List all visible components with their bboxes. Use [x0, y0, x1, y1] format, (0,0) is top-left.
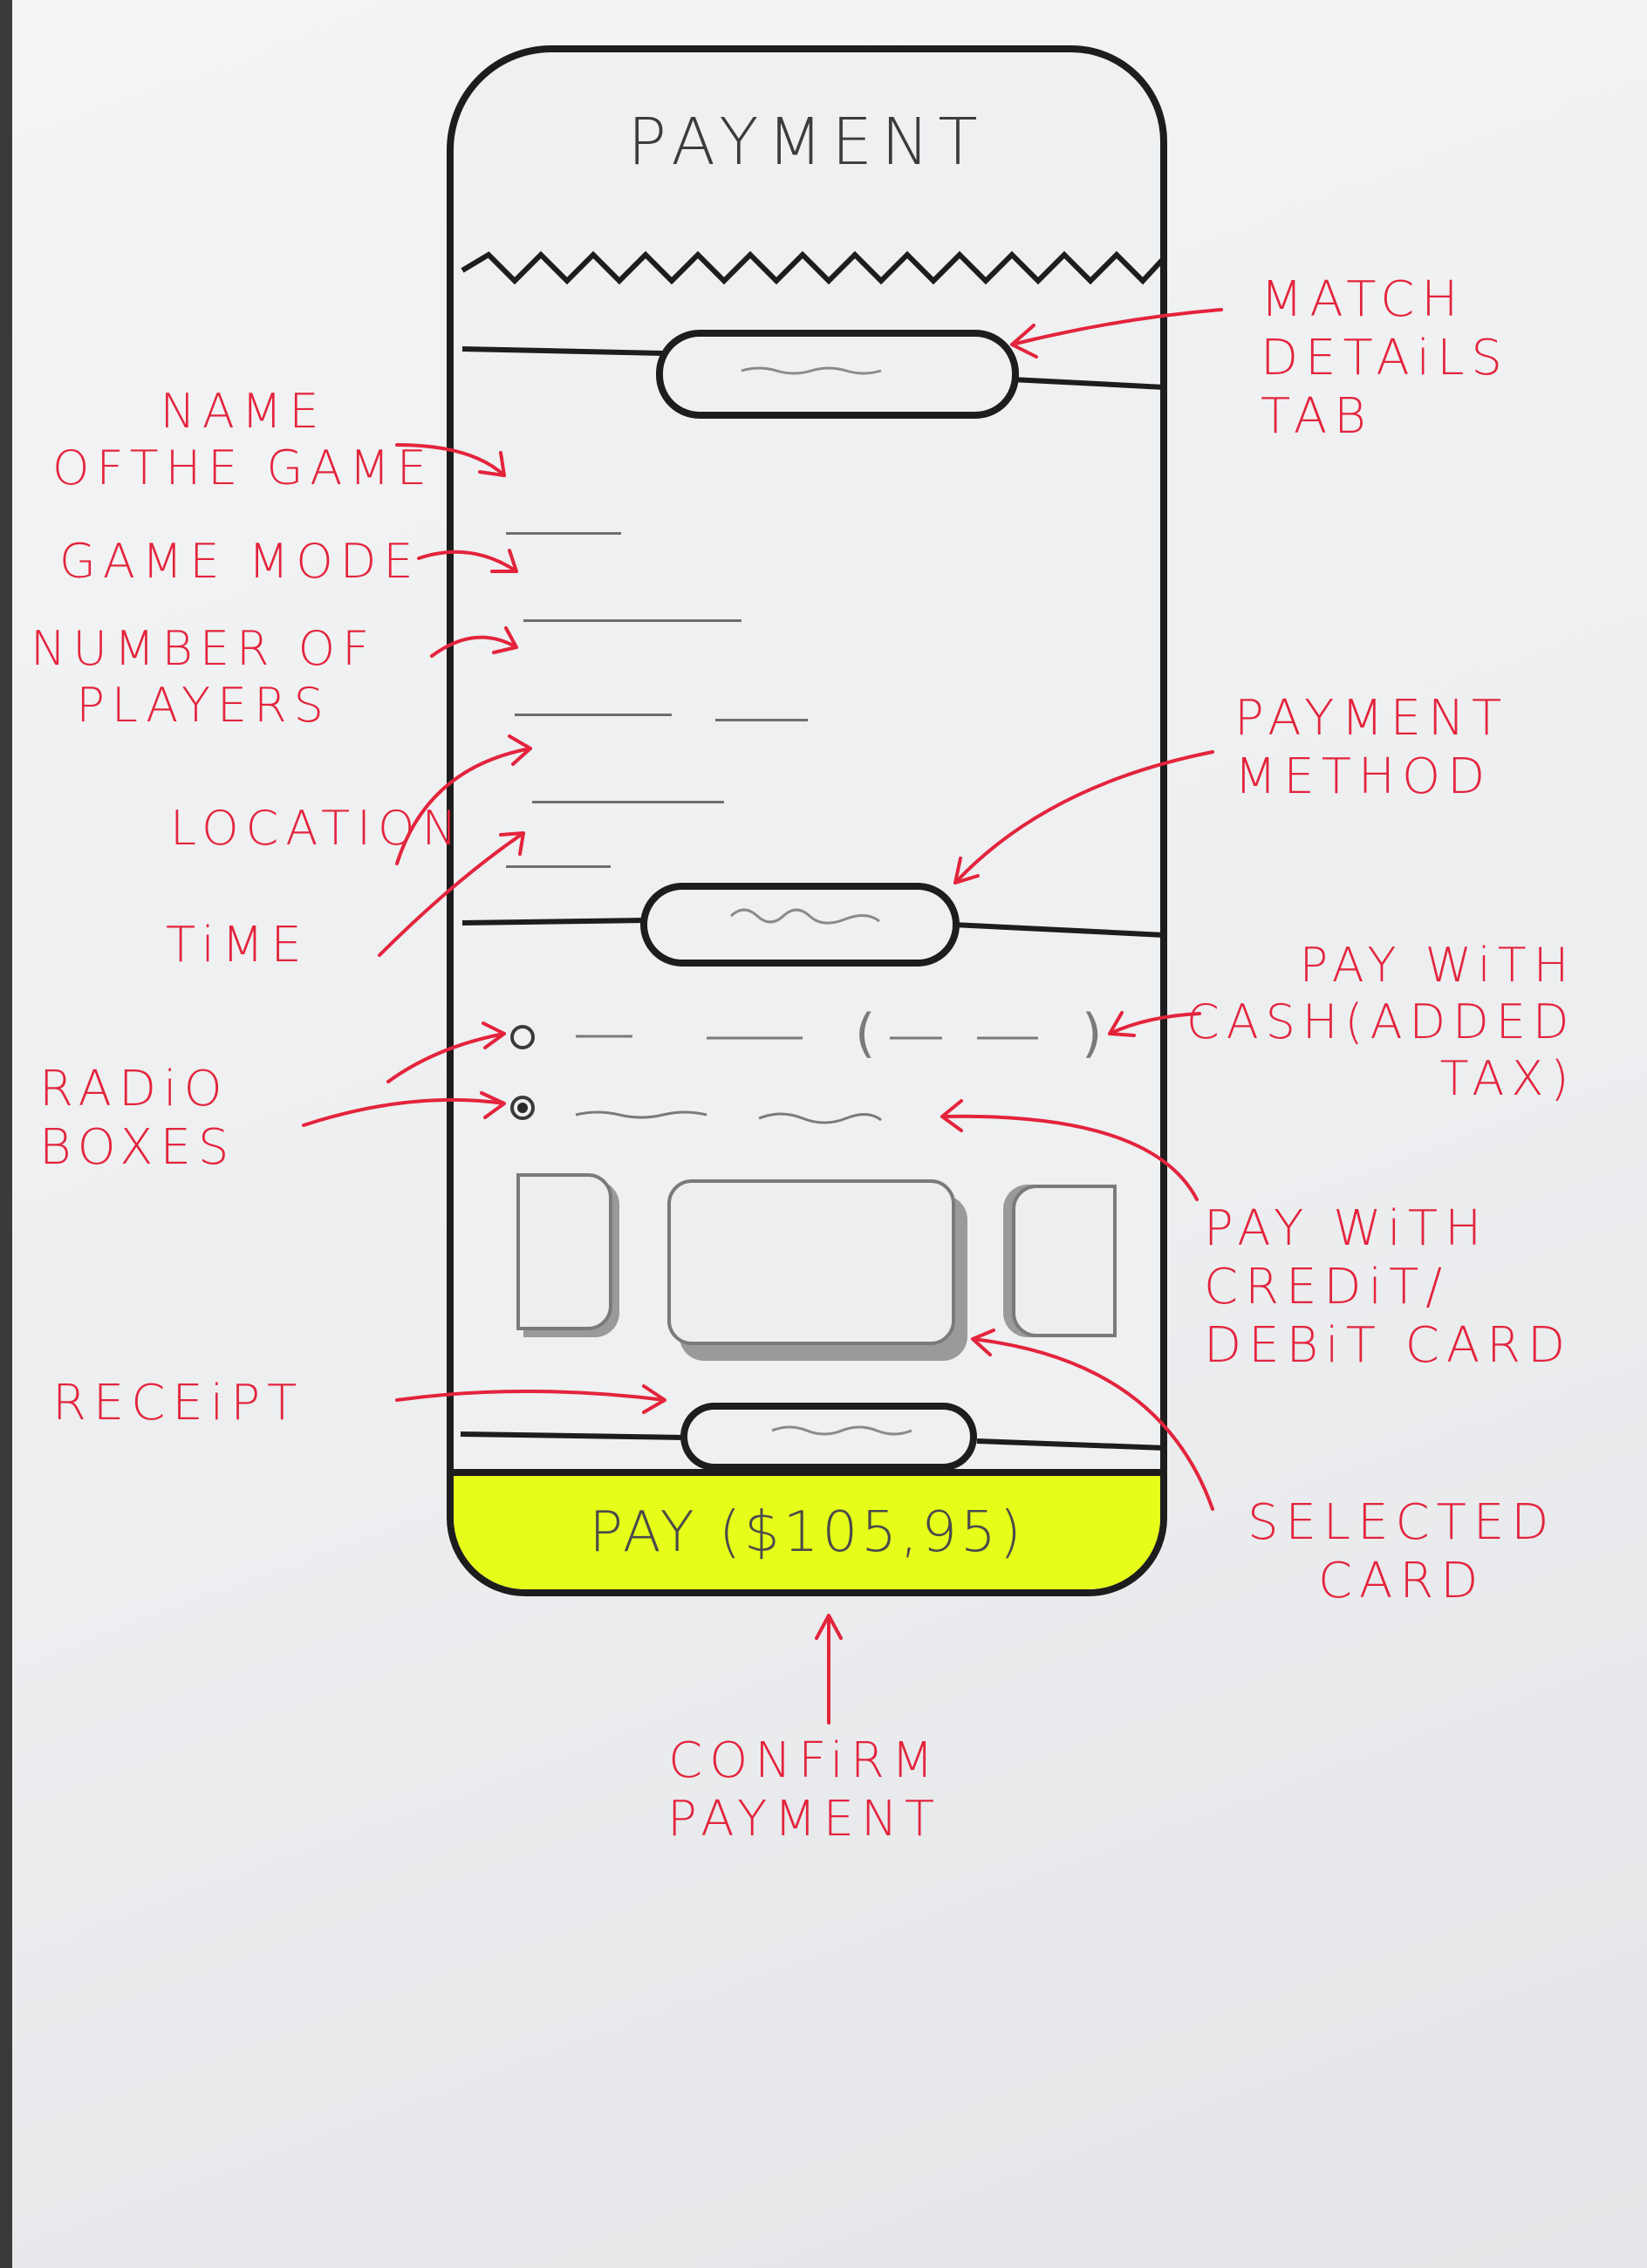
annotation-location: LOCATION	[170, 801, 464, 856]
location-field	[532, 801, 724, 803]
payment-tab-line-right	[952, 922, 1160, 938]
annotation-number-of-players: NUMBER OF PLAYERS	[31, 621, 377, 733]
match-tab-placeholder-text	[741, 366, 882, 375]
number-of-players-field	[515, 714, 672, 716]
match-details-tab[interactable]	[656, 330, 1019, 419]
cash-option-paren-close: )	[1082, 1003, 1102, 1064]
arrow-receipt	[395, 1384, 666, 1414]
receipt-tab-line-right	[976, 1438, 1160, 1451]
annotation-radio-boxes: RADiO BOXES	[39, 1061, 236, 1177]
annotation-name-of-the-game: NAME OFTHE GAME	[52, 384, 434, 495]
time-field	[506, 865, 611, 868]
page-title: PAYMENT	[627, 105, 987, 180]
arrow-selected-card	[971, 1329, 1214, 1511]
annotation-pay-with-cash: PAY WiTH CASH(ADDED TAX)	[1186, 938, 1576, 1106]
pay-with-card-radio[interactable]	[510, 1096, 535, 1120]
receipt-placeholder-text	[771, 1425, 912, 1436]
match-tab-line-left	[461, 346, 664, 356]
annotation-selected-card: SELECTED CARD	[1247, 1494, 1556, 1610]
zigzag-divider	[461, 250, 1160, 285]
receipt-tab[interactable]	[680, 1403, 977, 1471]
card-option-text-2	[758, 1112, 882, 1124]
annotation-match-details-tab: MATCH DETAiLS TAB	[1261, 271, 1509, 446]
pay-with-cash-radio[interactable]	[510, 1025, 535, 1049]
arrow-radio-bottom	[302, 1091, 506, 1127]
arrow-location	[395, 734, 532, 865]
annotation-confirm-payment: CONFiRM PAYMENT	[667, 1732, 942, 1848]
annotation-pay-with-card: PAY WiTH CREDiT/ DEBiT CARD	[1204, 1200, 1573, 1375]
selected-card[interactable]	[667, 1179, 955, 1345]
card-right[interactable]	[1012, 1185, 1117, 1337]
payment-method-tab[interactable]	[640, 883, 960, 967]
arrow-radio-top	[386, 1021, 506, 1083]
arrow-payment-method	[953, 750, 1214, 885]
arrow-number-of-players	[430, 626, 518, 658]
payment-tab-placeholder-text	[729, 908, 880, 925]
arrow-confirm-payment	[815, 1614, 843, 1725]
arrow-match-details	[1010, 308, 1223, 359]
arrow-name-of-game	[395, 443, 506, 477]
number-of-players-value	[715, 719, 808, 721]
arrow-pay-with-cash	[1108, 1011, 1201, 1037]
card-option-text-1	[575, 1110, 707, 1119]
game-name-field	[506, 532, 621, 535]
payment-tab-line-left	[461, 918, 646, 926]
arrow-pay-with-card	[940, 1099, 1199, 1201]
match-tab-line-right	[1011, 377, 1160, 390]
annotation-time: TiME	[166, 917, 309, 973]
confirm-payment-label: PAY ($105,95)	[589, 1500, 1025, 1565]
phone-frame: PAYMENT ( )	[447, 45, 1167, 1596]
confirm-payment-button[interactable]: PAY ($105,95)	[454, 1469, 1160, 1589]
annotation-receipt: RECEiPT	[52, 1375, 304, 1431]
annotation-game-mode: GAME MODE	[59, 534, 420, 589]
arrow-time	[378, 831, 525, 957]
card-left[interactable]	[516, 1173, 612, 1330]
arrow-game-mode	[417, 549, 518, 573]
annotation-payment-method: PAYMENT METHOD	[1234, 690, 1509, 806]
receipt-tab-line-left	[460, 1431, 686, 1440]
game-mode-field	[523, 619, 741, 622]
cash-option-paren-open: (	[855, 1003, 875, 1064]
